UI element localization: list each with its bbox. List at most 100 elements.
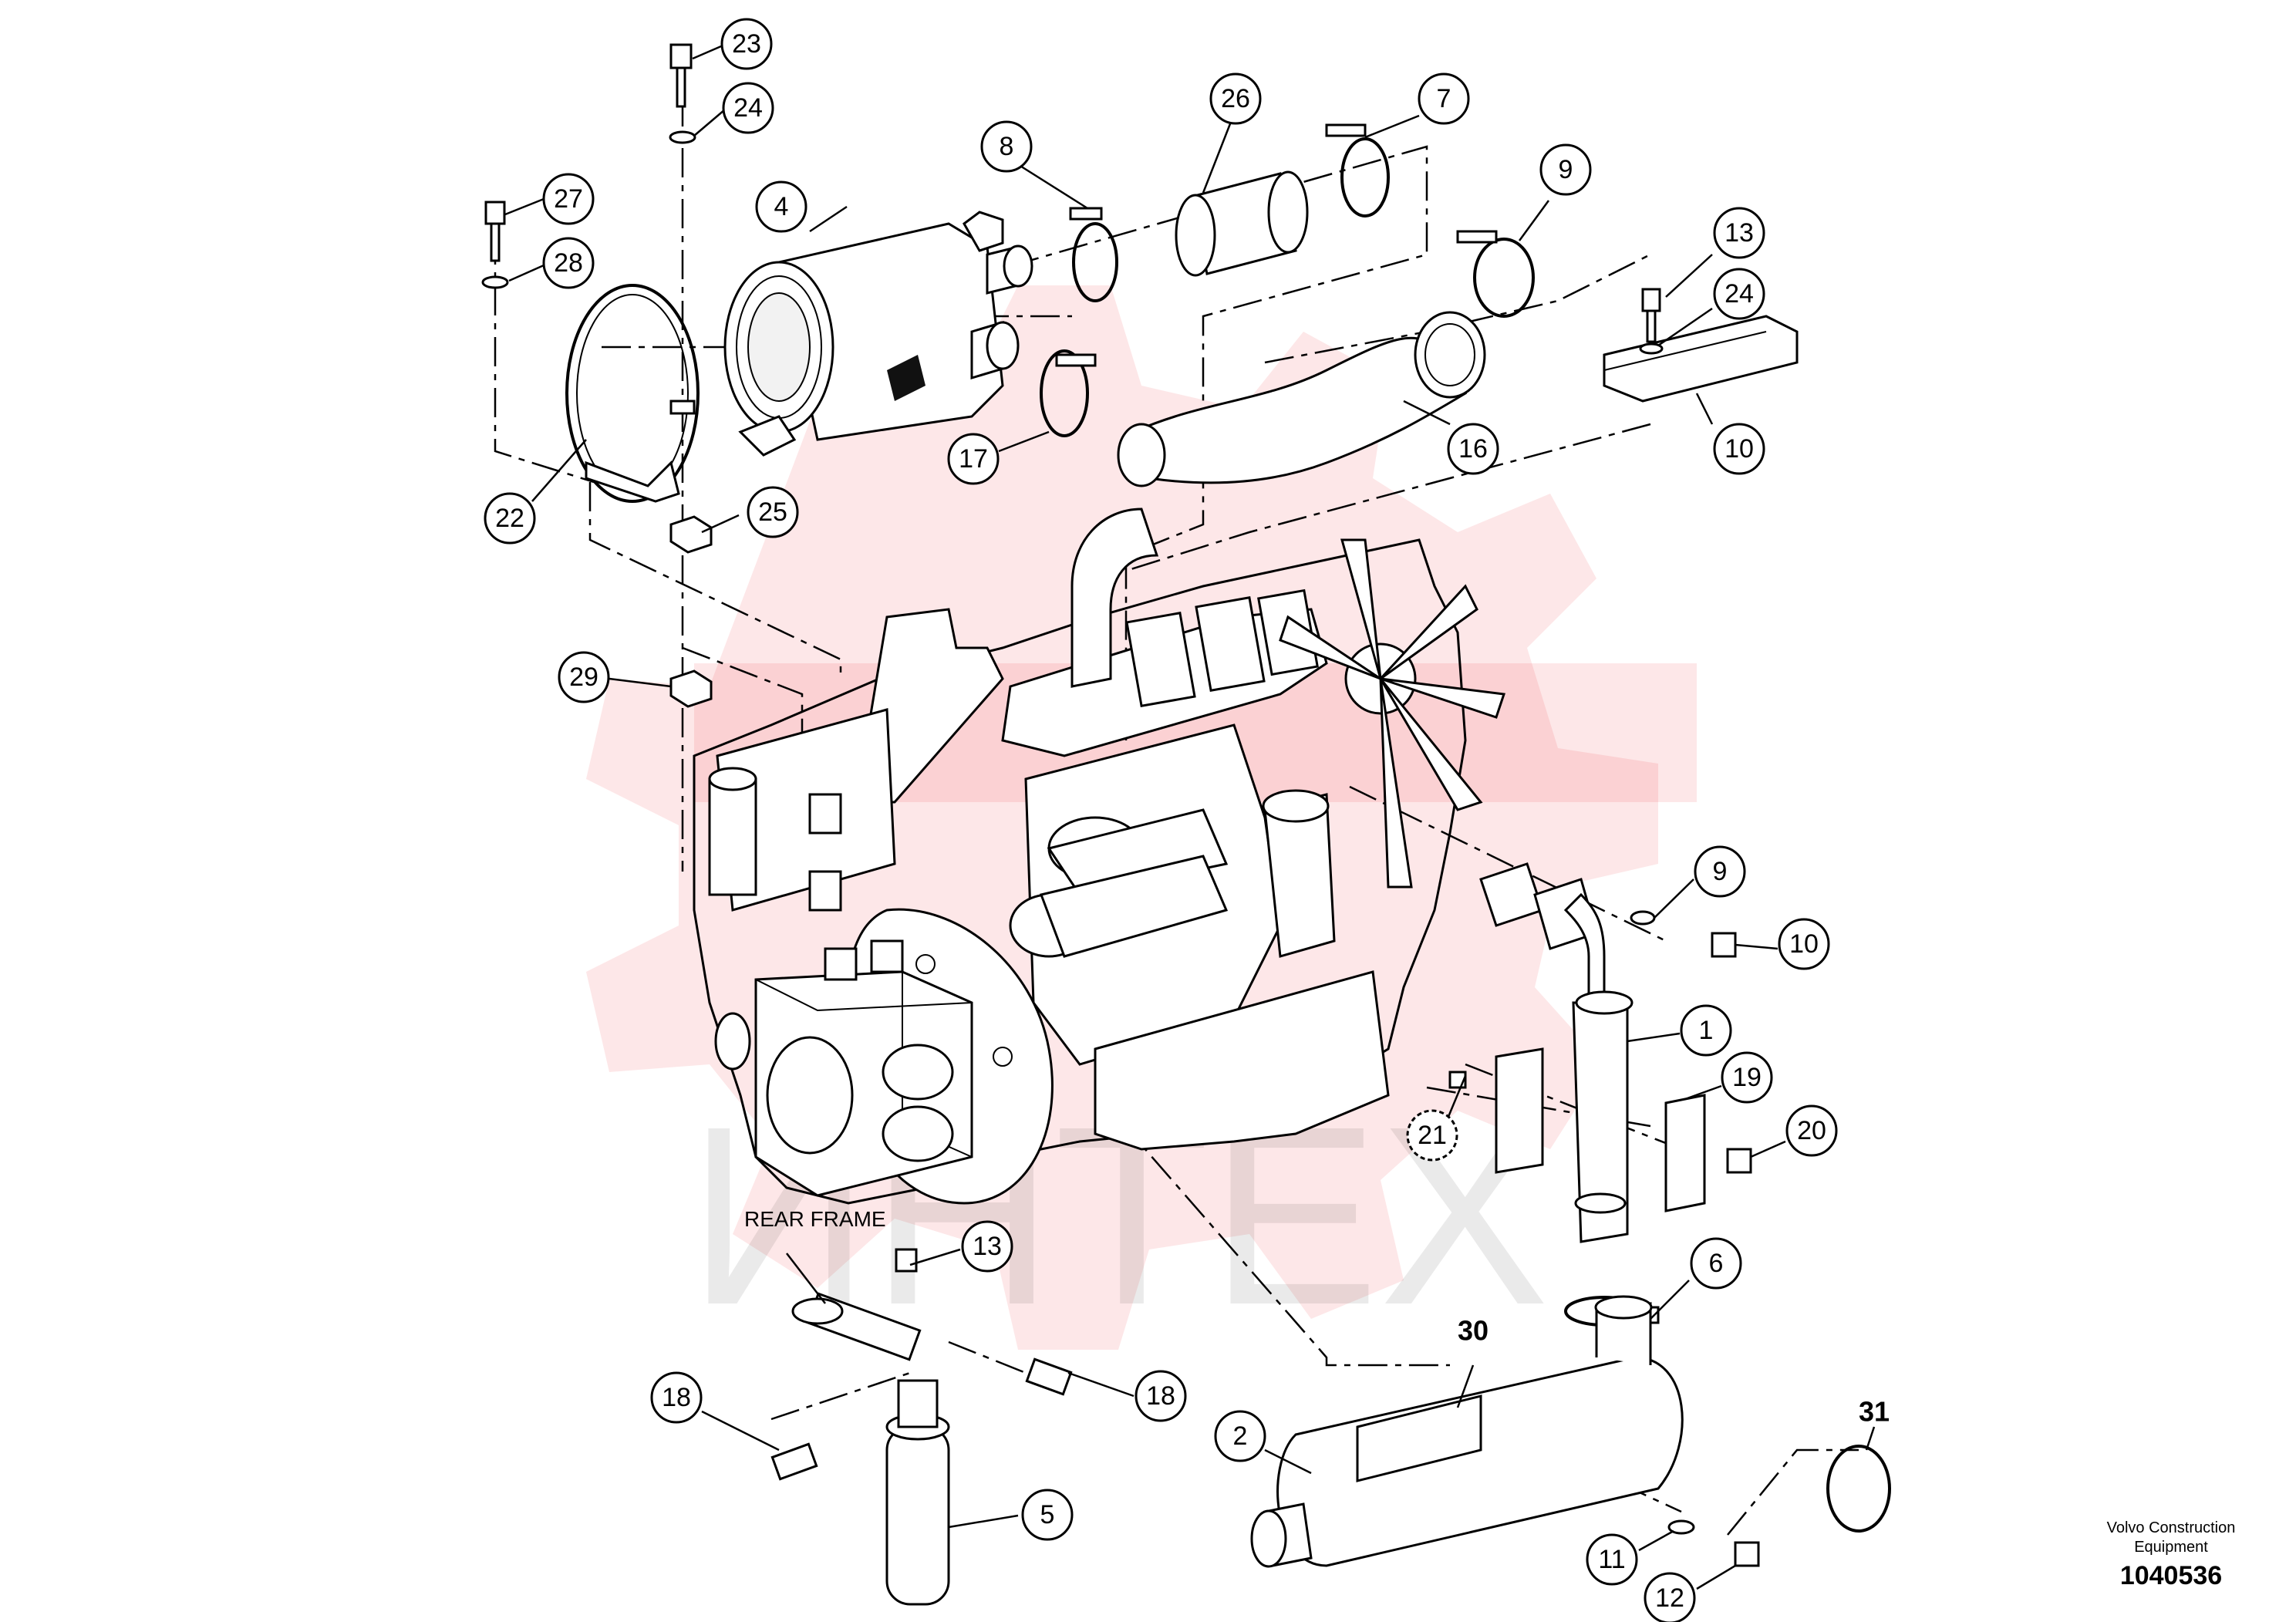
bolt-23 <box>669 43 693 69</box>
bolt-13 <box>1641 288 1661 312</box>
callout-21-label: 21 <box>1418 1121 1447 1150</box>
callout-2: 2 <box>1214 1410 1266 1462</box>
callout-2-label: 2 <box>1233 1421 1248 1451</box>
callout-27-label: 27 <box>554 184 583 214</box>
nut-25 <box>669 515 713 554</box>
callout-9-lower: 9 <box>1694 845 1746 898</box>
washer-24 <box>669 130 696 144</box>
callout-23-label: 23 <box>732 29 761 59</box>
callout-12: 12 <box>1644 1572 1696 1622</box>
callout-7: 7 <box>1418 73 1470 125</box>
hose-clamp-31 <box>1826 1445 1891 1533</box>
callout-4: 4 <box>755 180 807 233</box>
callout-16-label: 16 <box>1458 434 1488 464</box>
hose-clamp-8 <box>1072 222 1118 302</box>
callout-6: 6 <box>1690 1237 1742 1290</box>
callout-24-right: 24 <box>1713 268 1765 320</box>
callout-21: 21 <box>1406 1109 1458 1162</box>
bracket-30 <box>1356 1394 1482 1482</box>
fuel-filter-5 <box>770 1248 1073 1606</box>
drawing-number: 1040536 <box>2120 1561 2222 1590</box>
company-name-line1: Volvo Construction <box>2107 1519 2236 1536</box>
callout-22: 22 <box>484 492 536 545</box>
callout-10-upper: 10 <box>1713 423 1765 475</box>
air-cleaner-4 <box>723 211 1033 457</box>
heat-shields <box>1448 1047 1752 1212</box>
label-30: 30 <box>1458 1315 1489 1347</box>
callout-10-lower-label: 10 <box>1789 929 1819 959</box>
nut-29 <box>669 669 713 708</box>
callout-8: 8 <box>980 120 1033 173</box>
muffler-2 <box>1250 1295 1891 1568</box>
heat-shield-left <box>1495 1047 1544 1174</box>
hydraulic-pump <box>714 939 973 1197</box>
hose-clamp-9 <box>1473 238 1535 318</box>
callout-18-right: 18 <box>1135 1370 1187 1422</box>
leader-lines <box>504 45 1876 1590</box>
callout-6-label: 6 <box>1709 1249 1724 1278</box>
washer-9b <box>1630 910 1656 926</box>
callout-28-label: 28 <box>554 248 583 278</box>
exhaust-pipe-1 <box>1563 892 1633 1243</box>
callout-29: 29 <box>558 651 610 703</box>
hose-clamp-17 <box>1040 349 1089 437</box>
callout-13-upper-label: 13 <box>1725 218 1754 248</box>
callout-20-label: 20 <box>1797 1116 1826 1145</box>
fitting-18-right <box>1025 1357 1073 1396</box>
label-31: 31 <box>1859 1396 1890 1428</box>
fitting-18-left <box>770 1442 818 1481</box>
elbow-hose-16 <box>1117 311 1486 487</box>
bolt-27 <box>484 201 506 225</box>
callout-28: 28 <box>542 237 595 289</box>
callout-20: 20 <box>1785 1104 1838 1157</box>
rear-frame-label: REAR FRAME <box>744 1207 886 1231</box>
callout-1: 1 <box>1680 1004 1732 1057</box>
callout-8-label: 8 <box>1000 132 1014 161</box>
callout-18-right-label: 18 <box>1146 1381 1175 1411</box>
callout-7-label: 7 <box>1437 84 1451 113</box>
callout-10-upper-label: 10 <box>1725 434 1754 464</box>
callout-24: 24 <box>722 82 774 134</box>
washer-28 <box>481 275 509 289</box>
callout-13-upper: 13 <box>1713 207 1765 259</box>
callout-4-label: 4 <box>774 192 789 221</box>
callout-17: 17 <box>947 433 1000 485</box>
flange-fasteners <box>1630 910 1737 958</box>
washer-11 <box>1667 1519 1695 1535</box>
callout-24-label: 24 <box>733 93 763 123</box>
callout-19: 19 <box>1721 1051 1773 1104</box>
callout-27: 27 <box>542 173 595 225</box>
bolt-13b <box>895 1248 918 1273</box>
callout-5: 5 <box>1021 1489 1074 1541</box>
callout-9-upper: 9 <box>1539 143 1592 196</box>
rear-frame-mount <box>791 1297 844 1325</box>
callout-13-lower: 13 <box>961 1220 1013 1273</box>
hose-26 <box>1175 170 1309 277</box>
callout-26-label: 26 <box>1221 84 1250 113</box>
callout-24-right-label: 24 <box>1725 279 1754 309</box>
bolt-10b <box>1711 932 1737 958</box>
hose-clamp-7 <box>1340 137 1390 218</box>
callout-19-label: 19 <box>1732 1063 1762 1092</box>
heat-shield-19 <box>1664 1094 1706 1212</box>
company-name-line2: Equipment <box>2134 1539 2208 1556</box>
oil-filter <box>1262 789 1336 958</box>
callout-10-lower: 10 <box>1778 918 1830 970</box>
callout-29-label: 29 <box>569 663 598 692</box>
callout-9-lower-label: 9 <box>1713 857 1728 886</box>
callout-18-left-label: 18 <box>662 1383 691 1412</box>
callout-17-label: 17 <box>959 444 988 474</box>
engine-assembly <box>669 508 1598 1205</box>
callout-12-label: 12 <box>1655 1583 1684 1613</box>
callout-25-label: 25 <box>758 497 787 527</box>
bolt-12 <box>1734 1541 1760 1567</box>
washer-24b <box>1639 342 1664 355</box>
air-cleaner-assembly <box>481 43 1799 554</box>
callout-1-label: 1 <box>1699 1016 1714 1045</box>
callout-23: 23 <box>720 18 773 70</box>
callout-22-label: 22 <box>495 504 524 533</box>
callout-16: 16 <box>1447 423 1499 475</box>
mounting-bracket-10 <box>1603 288 1799 403</box>
callout-5-label: 5 <box>1040 1500 1055 1529</box>
